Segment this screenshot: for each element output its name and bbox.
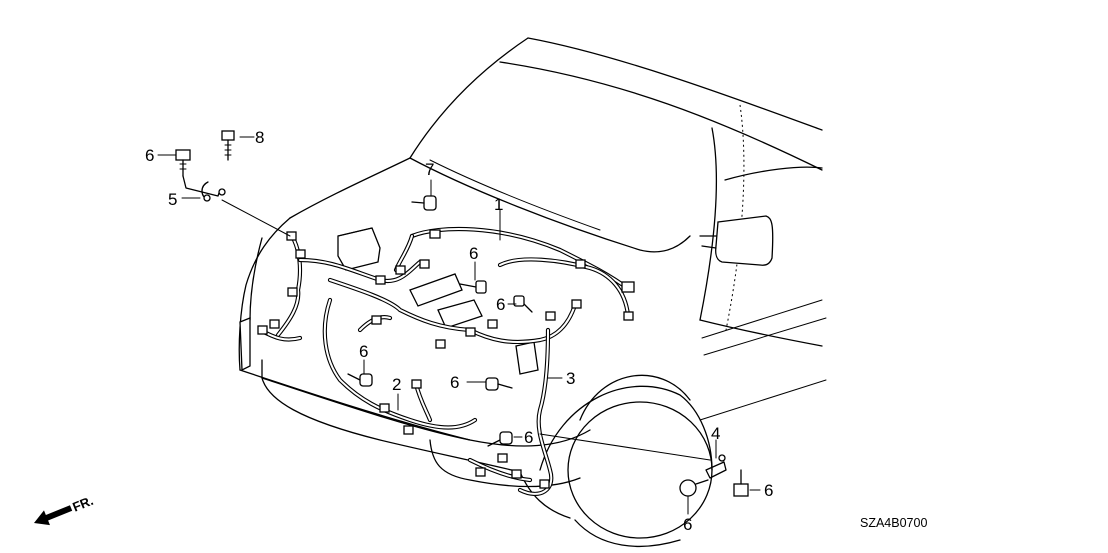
callout-6: 6 (359, 342, 368, 361)
callout-6: 6 (764, 481, 773, 500)
bolt-8-icon (221, 130, 235, 161)
grommet-7-icon (411, 195, 437, 211)
callout-6: 6 (496, 295, 505, 314)
grommet-6-bottom-icon (679, 479, 709, 497)
callout-6: 6 (524, 428, 533, 447)
bolt-6-left-icon (347, 373, 373, 387)
callout-8: 8 (255, 128, 264, 147)
callout-6: 6 (683, 515, 692, 534)
clamp-5-icon (182, 175, 226, 202)
arrow-left-icon (34, 505, 73, 526)
callout-2: 2 (392, 375, 401, 394)
callout-6: 6 (145, 146, 154, 165)
front-label: FR. (70, 493, 95, 515)
fasteners (175, 130, 749, 497)
callout-5: 5 (168, 190, 177, 209)
harness-3 (467, 327, 554, 496)
callout-1: 1 (494, 195, 503, 214)
bolt-6-center-icon (485, 377, 513, 391)
front-direction-indicator: FR. (34, 493, 95, 526)
bolt-6-lower-icon (487, 431, 513, 447)
clamp-4-icon (705, 454, 727, 479)
relay-block (437, 299, 483, 329)
callout-4: 4 (711, 424, 720, 443)
leader-lines (157, 136, 761, 515)
callout-6: 6 (469, 244, 478, 263)
vehicle-body (238, 37, 827, 548)
callout-6: 6 (450, 373, 459, 392)
bolt-6-right-icon (733, 469, 749, 497)
bolt-6-top-icon (175, 149, 191, 177)
sensor-housing (515, 341, 539, 375)
callout-7: 7 (425, 160, 434, 179)
connectors (257, 229, 635, 489)
bolt-6-mid-icon (513, 295, 533, 313)
callout-3: 3 (566, 369, 575, 388)
diagram-code: SZA4B0700 (860, 516, 927, 530)
bolt-6-bay-icon (459, 280, 487, 294)
